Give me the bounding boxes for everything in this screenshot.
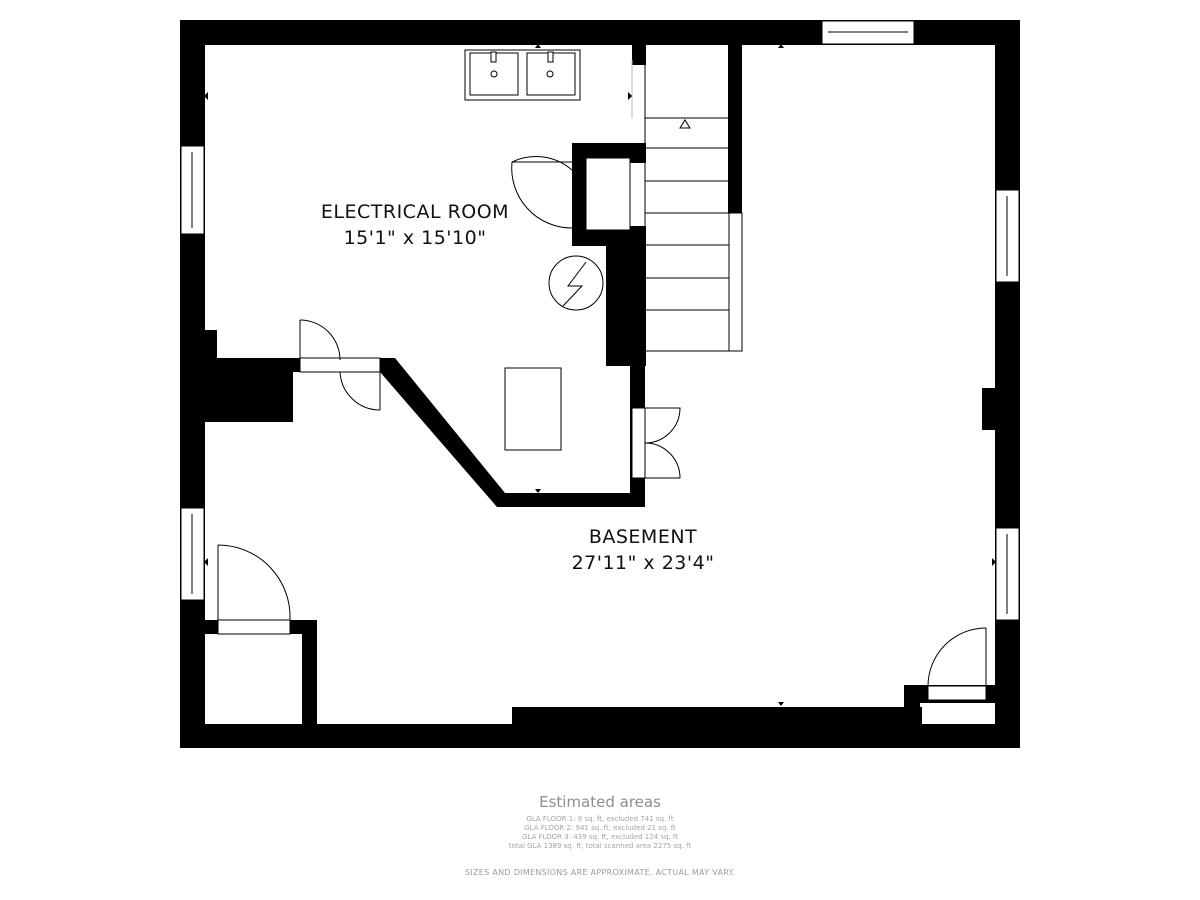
furnace xyxy=(504,367,562,451)
area-line: GLA FLOOR 2: 941 sq. ft, excluded 21 sq.… xyxy=(524,824,676,832)
laundry-sinks xyxy=(464,49,581,101)
room-name: ELECTRICAL ROOM xyxy=(321,201,509,223)
wall-markers xyxy=(204,44,996,706)
room-name: BASEMENT xyxy=(589,526,697,548)
estimated-areas-title: Estimated areas xyxy=(539,793,661,811)
electrical-panel-icon xyxy=(548,255,604,311)
area-details: GLA FLOOR 1: 9 sq. ft, excluded 741 sq. … xyxy=(0,815,1200,851)
staircase xyxy=(631,60,743,352)
area-line: GLA FLOOR 3: 439 sq. ft, excluded 124 sq… xyxy=(521,833,679,841)
interior-walls xyxy=(205,45,742,507)
chimney xyxy=(585,157,631,231)
disclaimer: SIZES AND DIMENSIONS ARE APPROXIMATE, AC… xyxy=(464,868,736,877)
windows xyxy=(180,20,1020,621)
exterior-walls xyxy=(180,20,1020,748)
room-dimensions: 27'11" x 23'4" xyxy=(572,552,715,574)
area-line: total GLA 1389 sq. ft, total scanned are… xyxy=(508,842,692,850)
room-dimensions: 15'1" x 15'10" xyxy=(344,227,487,249)
doors xyxy=(217,156,987,701)
floor-plan: ELECTRICAL ROOM 15'1" x 15'10" BASEMENT … xyxy=(180,20,1020,748)
area-line: GLA FLOOR 1: 9 sq. ft, excluded 741 sq. … xyxy=(526,815,674,823)
room-labels: ELECTRICAL ROOM 15'1" x 15'10" BASEMENT … xyxy=(321,201,715,574)
